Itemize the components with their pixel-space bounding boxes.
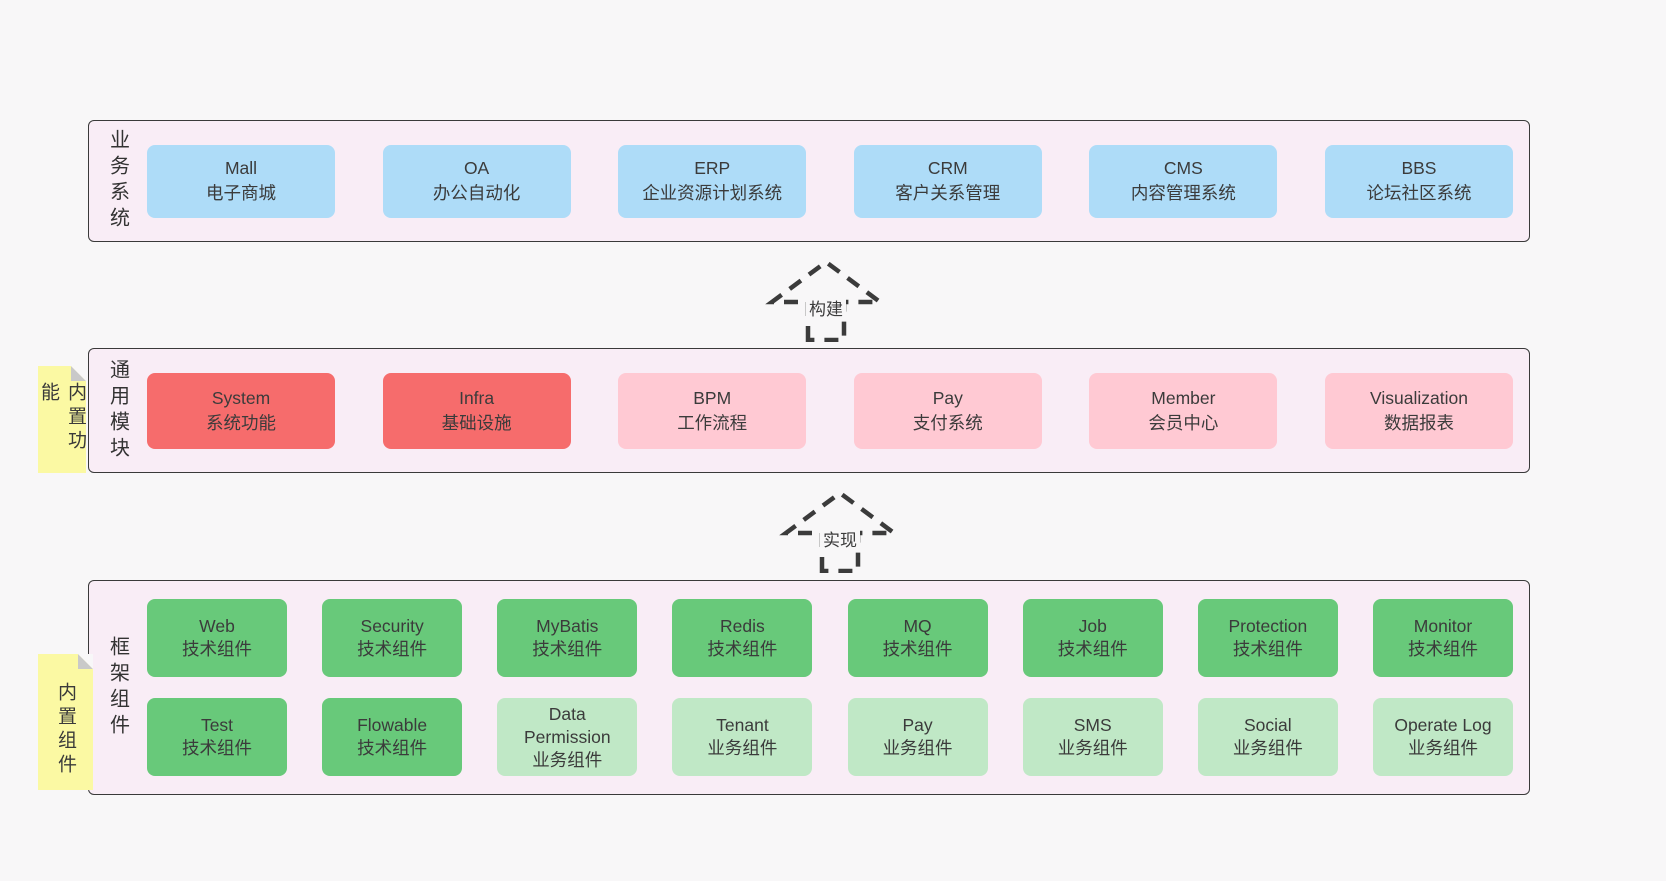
box-security: Security 技术组件 [322,599,463,677]
note-builtin-features-label: 内置功能 [38,382,86,454]
business-systems-box-row: Mall 电子商城 OA 办公自动化 ERP 企业资源计划系统 CRM 客户关系… [147,121,1529,241]
panel-common-modules: 通用模块 System 系统功能 Infra 基础设施 BPM 工作流程 Pay… [88,348,1530,473]
box-member: Member 会员中心 [1089,372,1278,449]
box-monitor: Monitor 技术组件 [1372,599,1513,677]
box-mall: Mall 电子商城 [147,144,335,218]
box-sms: SMS 业务组件 [1022,698,1163,776]
sticky-note-builtin-features: 内置功能 [38,366,86,473]
box-oa: OA 办公自动化 [382,144,571,218]
section-label-common-modules: 通用模块 [106,358,129,463]
section-label-business-systems: 业务系统 [106,129,129,233]
box-bpm: BPM 工作流程 [618,372,807,449]
up-arrow-dashed-icon [765,259,887,342]
box-bbs: BBS 论坛社区系统 [1324,144,1513,218]
up-arrow-dashed-icon [779,490,901,573]
box-pay-system: Pay 支付系统 [853,372,1042,449]
section-label-framework-components: 框架组件 [106,635,129,740]
build-arrow-label: 构建 [806,294,846,321]
box-system: System 系统功能 [147,372,335,449]
box-visualization: Visualization 数据报表 [1324,372,1513,449]
box-job: Job 技术组件 [1022,599,1163,677]
box-mybatis: MyBatis 技术组件 [497,599,638,677]
box-social: Social 业务组件 [1197,698,1338,776]
box-data-permission: Data Permission 业务组件 [497,698,638,776]
box-web: Web 技术组件 [147,599,287,677]
box-test: Test 技术组件 [147,698,287,776]
implement-arrow-label: 实现 [820,525,860,552]
box-crm: CRM 客户关系管理 [853,144,1042,218]
sticky-note-builtin-components: 内置组件 [38,654,93,790]
box-infra: Infra 基础设施 [382,372,571,449]
note-builtin-components-label: 内置组件 [55,682,76,778]
box-pay-component: Pay 业务组件 [847,698,988,776]
common-modules-box-row: System 系统功能 Infra 基础设施 BPM 工作流程 Pay 支付系统… [147,349,1529,472]
box-cms: CMS 内容管理系统 [1089,144,1278,218]
box-flowable: Flowable 技术组件 [322,698,463,776]
box-redis: Redis 技术组件 [672,599,813,677]
box-mq: MQ 技术组件 [847,599,988,677]
build-arrow: 构建 [758,256,894,342]
framework-components-grid: Web 技术组件 Security 技术组件 MyBatis 技术组件 Redi… [147,581,1529,794]
panel-framework-components: 框架组件 Web 技术组件 Security 技术组件 MyBatis 技术组件… [88,580,1530,795]
implement-arrow: 实现 [772,487,908,573]
panel-business-systems: 业务系统 Mall 电子商城 OA 办公自动化 ERP 企业资源计划系统 CRM… [88,120,1530,242]
box-operate-log: Operate Log 业务组件 [1372,698,1513,776]
box-tenant: Tenant 业务组件 [672,698,813,776]
box-erp: ERP 企业资源计划系统 [618,144,807,218]
box-protection: Protection 技术组件 [1197,599,1338,677]
